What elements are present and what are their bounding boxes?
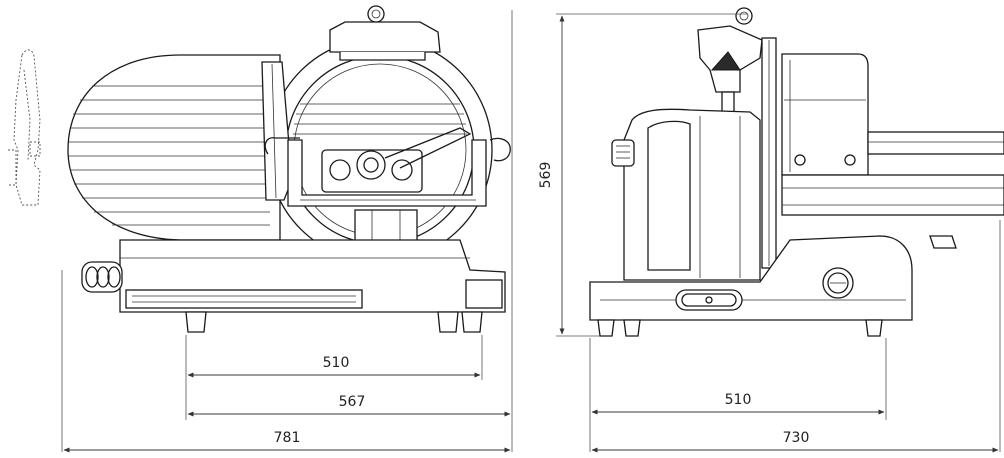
product-tray bbox=[264, 127, 511, 207]
side-housing bbox=[611, 108, 761, 281]
front-base bbox=[81, 239, 506, 333]
side-overall-dim-label: 730 bbox=[783, 430, 810, 446]
front-extension-lines bbox=[61, 10, 513, 452]
side-sharpener bbox=[697, 7, 763, 113]
side-blade bbox=[761, 37, 777, 269]
side-height-dim-label: 569 bbox=[538, 162, 554, 189]
front-view: 510 567 781 bbox=[8, 5, 513, 453]
side-view: 569 510 730 bbox=[538, 7, 1004, 453]
blade-guard-body bbox=[67, 54, 281, 241]
front-overall-dim-label: 781 bbox=[274, 430, 301, 446]
side-base-dim-label: 510 bbox=[725, 392, 752, 408]
front-feet-dim-label: 567 bbox=[339, 394, 366, 410]
side-extension-lines bbox=[556, 13, 1001, 452]
front-inner-dim-label: 510 bbox=[323, 355, 350, 371]
side-carriage bbox=[781, 53, 1004, 216]
pusher-outline bbox=[8, 49, 41, 206]
side-base bbox=[589, 235, 957, 337]
